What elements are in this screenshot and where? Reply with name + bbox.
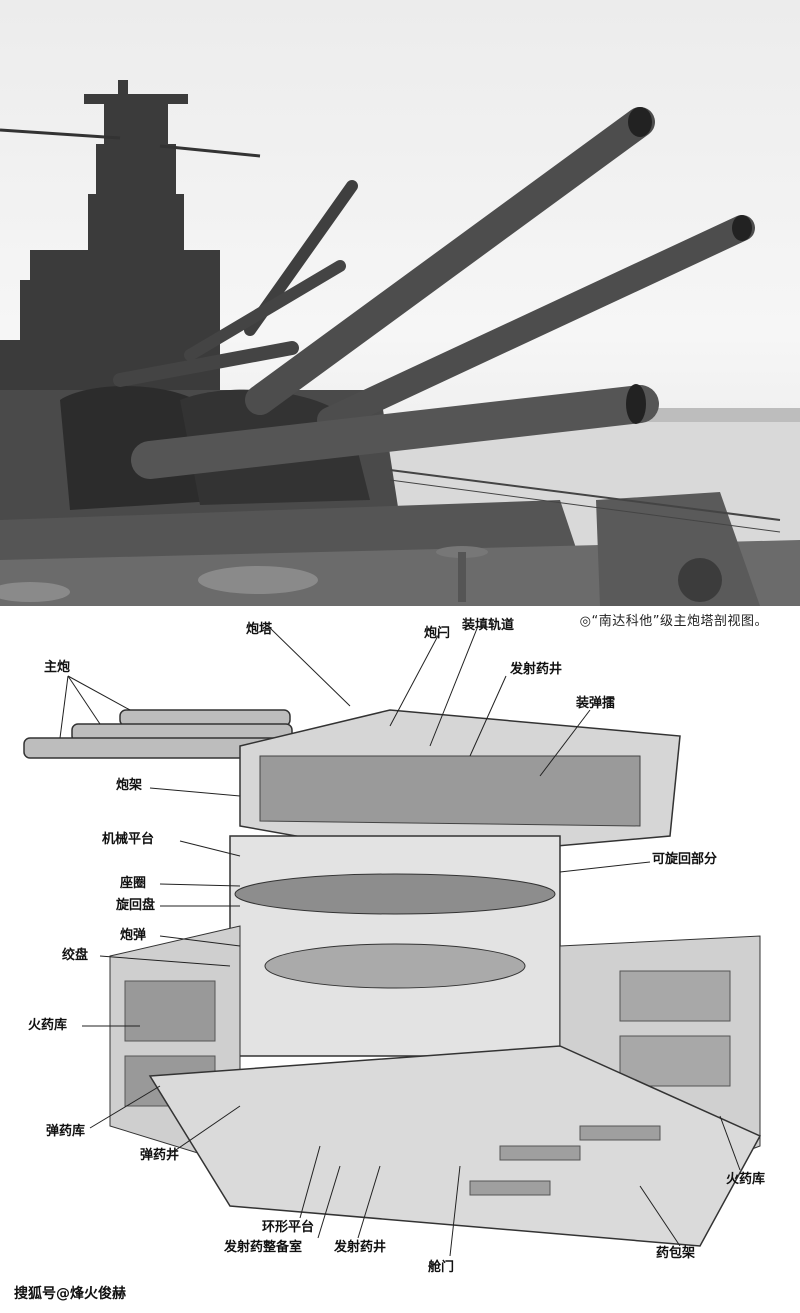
label-loading-rail: 装填轨道 xyxy=(462,618,515,633)
watermark: 搜狐号@烽火俊赫 xyxy=(14,1286,126,1302)
label-powder-magazine-right: 火药库 xyxy=(726,1172,766,1187)
label-powder-magazine-left: 火药库 xyxy=(28,1018,68,1033)
label-hatch: 舱门 xyxy=(428,1260,455,1275)
label-main-gun: 主炮 xyxy=(44,660,71,675)
label-rotating-part: 可旋回部分 xyxy=(652,852,718,867)
battleship-turret-photo xyxy=(0,0,800,606)
label-propellant-hoist: 发射药井 xyxy=(510,662,563,677)
label-shell: 炮弹 xyxy=(120,928,147,943)
label-seat-ring: 座圈 xyxy=(120,876,147,891)
label-powder-rack: 药包架 xyxy=(656,1246,696,1261)
label-ring-platform: 环形平台 xyxy=(262,1220,315,1235)
figure-caption: ◎“南达科他”级主炮塔剖视图。 xyxy=(579,614,768,629)
label-propellant-hoist-lower: 发射药井 xyxy=(334,1240,387,1255)
label-rammer: 装弹擂 xyxy=(576,696,616,711)
label-shell-magazine: 弹药库 xyxy=(46,1124,86,1139)
turret-cutaway-illustration xyxy=(23,625,762,1257)
turret-photo-illustration xyxy=(0,80,800,606)
label-machinery-platform: 机械平台 xyxy=(102,832,155,847)
turret-cutaway-diagram: ◎“南达科他”级主炮塔剖视图。 炮塔 炮闩 装填轨道 发射药井 装弹擂 主炮 炮… xyxy=(0,606,800,1313)
label-shell-hoist: 弹药井 xyxy=(140,1148,180,1163)
label-training-gear: 旋回盘 xyxy=(116,898,156,913)
label-breech: 炮闩 xyxy=(424,626,451,641)
label-turret: 炮塔 xyxy=(246,622,273,637)
label-winch: 绞盘 xyxy=(62,948,89,963)
label-propellant-prep-room: 发射药整备室 xyxy=(224,1240,303,1255)
label-gun-mount: 炮架 xyxy=(116,778,143,793)
